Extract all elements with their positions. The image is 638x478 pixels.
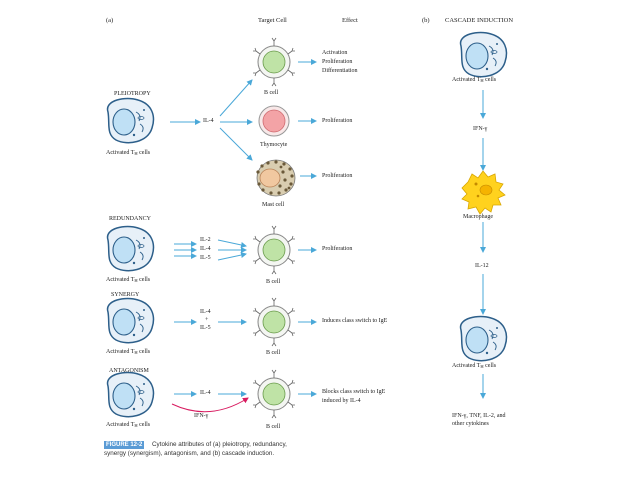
caption-line: synergy (synergism), antagonism, and (b)… xyxy=(104,450,275,457)
activated-th-cell-icon xyxy=(106,371,155,418)
blocking-arrow xyxy=(171,397,249,413)
b-cell-icon xyxy=(252,225,296,275)
arrow xyxy=(219,79,253,117)
cytokine-label: IL-4 xyxy=(203,118,214,124)
b-cell-icon xyxy=(252,369,296,419)
cytokine-label: IL-5 xyxy=(200,325,211,331)
target-label: B cell xyxy=(266,424,281,430)
effect-line: Proliferation xyxy=(322,246,353,252)
cytokine-label: IL-4 xyxy=(200,246,211,252)
effect-line: Induces class switch to IgE xyxy=(322,318,388,324)
target-label: Mast cell xyxy=(262,202,285,208)
blocker-label: IFN-γ xyxy=(194,413,209,419)
activated-th-cell-icon xyxy=(106,97,155,144)
cytokine-label: IL-5 xyxy=(200,255,211,261)
synergy-title: SYNERGY xyxy=(111,292,140,298)
effect-line: Proliferation xyxy=(322,118,353,124)
effect-line: Proliferation xyxy=(322,59,353,65)
th-cell-label: Activated TH cells xyxy=(106,150,151,156)
cytokine-label: IL-12 xyxy=(475,263,489,269)
antagonism-title: ANTAGONISM xyxy=(109,368,149,374)
cytokine-label: IL-4 xyxy=(200,390,211,396)
redundancy-title: REDUNDANCY xyxy=(109,216,151,222)
b-cell-icon xyxy=(252,37,296,87)
thymocyte-icon xyxy=(258,105,290,137)
cytokine-label: IFN-γ xyxy=(473,126,488,132)
activated-th-cell-icon xyxy=(459,31,508,78)
cytokine-label: IL-4 xyxy=(200,309,211,315)
activated-th-cell-icon xyxy=(106,225,155,272)
th-cell-label: Activated TH cells xyxy=(106,422,151,428)
caption-line: Cytokine attributes of (a) pleiotropy, r… xyxy=(152,441,287,448)
target-label: B cell xyxy=(266,279,281,285)
cascade-output-line: other cytokines xyxy=(452,421,489,427)
arrow xyxy=(219,127,253,161)
panel-b-label: (b) xyxy=(422,17,430,24)
effect-line: Activation xyxy=(322,50,348,56)
effect-line: Differentiation xyxy=(322,68,358,74)
pleiotropy-title: PLEIOTROPY xyxy=(114,91,151,97)
arrow xyxy=(217,239,247,248)
b-cell-icon xyxy=(252,297,296,347)
plus-sign: + xyxy=(205,317,209,323)
macrophage-icon xyxy=(461,170,506,215)
cascade-output-line: IFN-γ, TNF, IL-2, and xyxy=(452,413,506,419)
activated-th-cell-icon xyxy=(459,315,508,362)
cytokine-label: IL-2 xyxy=(200,237,211,243)
figure-tag: FIGURE 12-2 xyxy=(104,441,145,449)
activated-th-cell-icon xyxy=(106,297,155,344)
th-cell-label: Activated TH cells xyxy=(106,277,151,283)
panel-a-label: (a) xyxy=(106,17,114,24)
effect-line: Proliferation xyxy=(322,173,353,179)
effect-line: induced by IL-4 xyxy=(322,398,361,404)
column-target-cell: Target Cell xyxy=(258,17,287,24)
arrow xyxy=(217,252,247,261)
cascade-title: CASCADE INDUCTION xyxy=(445,17,514,24)
th-cell-label: Activated TH cells xyxy=(106,349,151,355)
mast-cell-icon xyxy=(256,159,296,197)
macrophage-label: Macrophage xyxy=(463,214,493,220)
column-effect: Effect xyxy=(342,17,358,24)
effect-line: Blocks class switch to IgE xyxy=(322,389,386,395)
target-label: B cell xyxy=(264,90,279,96)
target-label: Thymocyte xyxy=(260,142,288,148)
th-cell-label: Activated TH cells xyxy=(452,77,497,83)
target-label: B cell xyxy=(266,350,281,356)
th-cell-label: Activated TH cells xyxy=(452,363,497,369)
